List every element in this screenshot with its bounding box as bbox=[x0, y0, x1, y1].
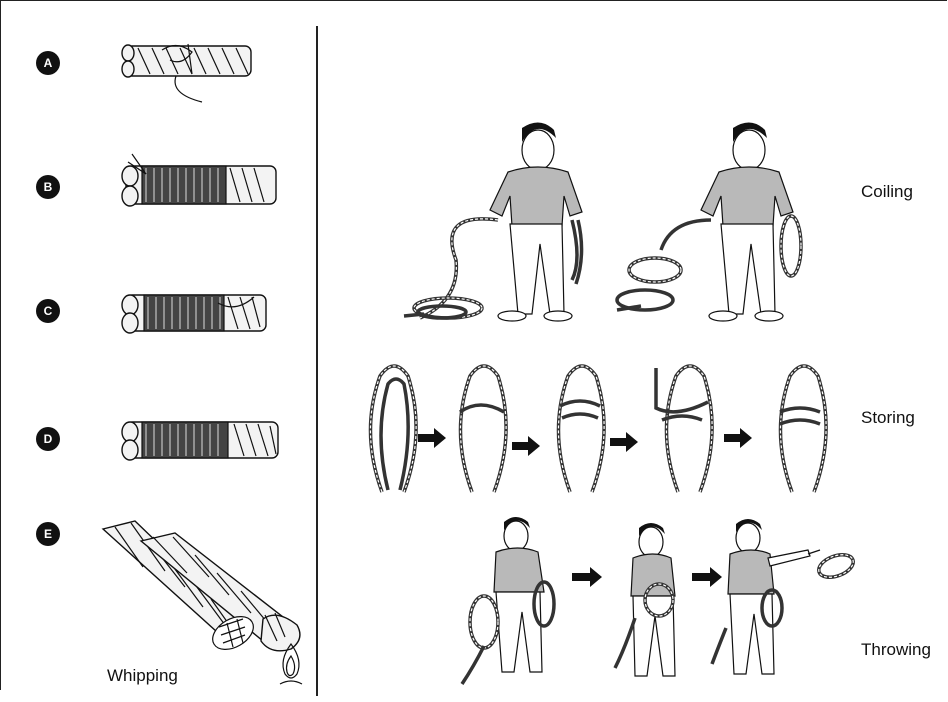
coiling-figure-2 bbox=[615, 120, 815, 332]
whipping-step-b-illustration bbox=[118, 148, 283, 223]
throwing-figure-3 bbox=[712, 518, 862, 688]
coiling-figure-1 bbox=[398, 120, 598, 332]
storing-label: Storing bbox=[861, 408, 915, 428]
whipping-step-c-illustration bbox=[118, 283, 278, 349]
storing-arrow-3 bbox=[610, 432, 638, 452]
panel-divider bbox=[316, 26, 318, 696]
storing-stage-3 bbox=[558, 366, 604, 492]
storing-arrow-1 bbox=[418, 428, 446, 448]
step-e-marker: E bbox=[36, 522, 60, 546]
coiling-label: Coiling bbox=[861, 182, 913, 202]
storing-stage-4 bbox=[656, 366, 712, 492]
storing-sequence bbox=[360, 362, 840, 502]
storing-arrow-2 bbox=[512, 436, 540, 456]
whipping-step-a-illustration bbox=[118, 36, 268, 108]
throwing-label: Throwing bbox=[861, 640, 931, 660]
whipping-label: Whipping bbox=[107, 666, 178, 686]
step-c-marker: C bbox=[36, 299, 60, 323]
storing-stage-2 bbox=[460, 366, 506, 492]
throwing-figure-2 bbox=[615, 522, 695, 687]
step-a-marker: A bbox=[36, 51, 60, 75]
throwing-arrow-1-icon bbox=[572, 566, 606, 588]
flame-icon bbox=[276, 640, 306, 690]
storing-stage-1 bbox=[370, 366, 416, 492]
storing-arrow-4 bbox=[724, 428, 752, 448]
step-d-marker: D bbox=[36, 427, 60, 451]
storing-stage-5 bbox=[780, 366, 826, 492]
whipping-step-d-illustration bbox=[118, 410, 288, 476]
throwing-figure-1 bbox=[460, 516, 570, 686]
step-b-marker: B bbox=[36, 175, 60, 199]
